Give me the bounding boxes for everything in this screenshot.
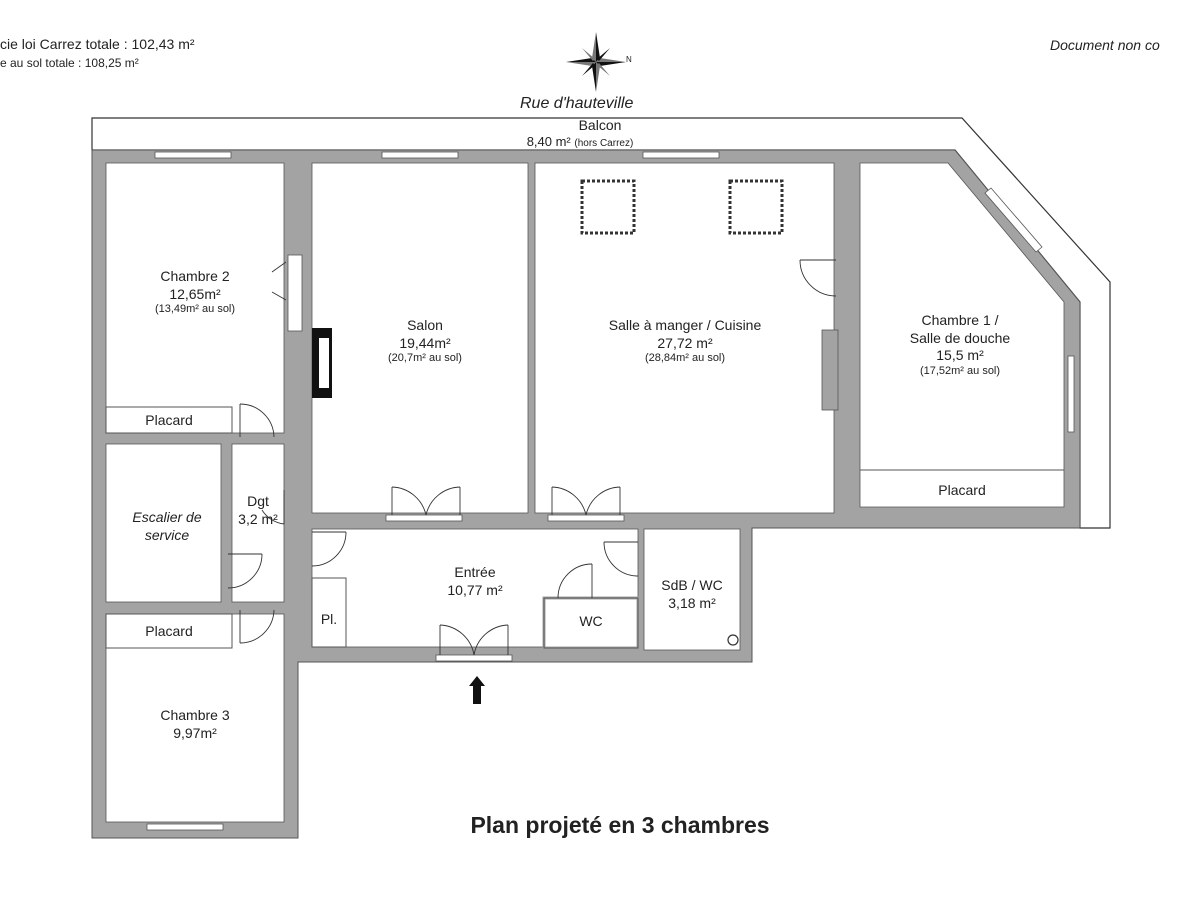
sdb-name: SdB / WC bbox=[661, 577, 723, 593]
placard-c3-box bbox=[105, 613, 233, 649]
balcony-note: (hors Carrez) bbox=[574, 138, 634, 149]
room-sdb-wc bbox=[643, 528, 741, 651]
label-salle-cuisine: Salle à manger / Cuisine 27,72 m² (28,84… bbox=[560, 317, 810, 366]
sol-total: e au sol totale : 108,25 m² bbox=[0, 56, 139, 70]
entree-name: Entrée bbox=[454, 564, 496, 580]
chambre-1-sol: (17,52m² au sol) bbox=[919, 364, 1001, 377]
rooms bbox=[105, 162, 1065, 823]
plan-caption: Plan projeté en 3 chambres bbox=[470, 812, 770, 838]
label-chambre-1: Chambre 1 / Salle de douche 15,5 m² (17,… bbox=[870, 312, 1050, 378]
windows bbox=[146, 151, 1075, 831]
room-dgt bbox=[231, 443, 285, 603]
disclaimer: Document non co bbox=[1050, 37, 1160, 53]
chambre-1-area: 15,5 m² bbox=[936, 347, 984, 363]
placard-c2-box bbox=[105, 406, 233, 434]
label-salon: Salon 19,44m² (20,7m² au sol) bbox=[322, 317, 528, 366]
dgt-name: Dgt bbox=[247, 493, 269, 509]
compass-letter: N bbox=[626, 55, 632, 64]
salon-area: 19,44m² bbox=[399, 334, 451, 351]
room-chambre-1 bbox=[859, 162, 1065, 508]
escalier-line1: Escalier de bbox=[132, 509, 202, 525]
room-chambre-2 bbox=[105, 162, 285, 434]
label-chambre-2: Chambre 2 12,65m² (13,49m² au sol) bbox=[106, 268, 284, 317]
label-escalier: Escalier de service bbox=[106, 509, 228, 544]
placard-c2-label: Placard bbox=[145, 412, 193, 428]
label-pl: Pl. bbox=[320, 611, 338, 627]
column-nub bbox=[821, 329, 839, 411]
skylights bbox=[580, 179, 784, 235]
chambre-1-name1: Chambre 1 / bbox=[921, 312, 999, 328]
pl-box bbox=[311, 577, 347, 648]
salle-sol: (28,84m² au sol) bbox=[644, 352, 726, 364]
chambre-1-name2: Salle de douche bbox=[909, 329, 1011, 346]
salon-sol: (20,7m² au sol) bbox=[388, 352, 462, 364]
salle-area: 27,72 m² bbox=[657, 334, 713, 351]
balcony-name: Balcon bbox=[578, 117, 622, 133]
chambre-2-sol: (13,49m² au sol) bbox=[154, 303, 236, 315]
salon-name: Salon bbox=[407, 317, 443, 333]
label-wc: WC bbox=[579, 613, 603, 629]
balcony-area: 8,40 m² bbox=[526, 134, 571, 149]
label-dgt: Dgt 3,2 m² bbox=[226, 493, 290, 528]
label-chambre-3: Chambre 3 9,97m² bbox=[106, 707, 284, 742]
carrez-total: cie loi Carrez totale : 102,43 m² bbox=[0, 36, 195, 52]
compass-icon bbox=[566, 32, 626, 92]
room-escalier bbox=[105, 443, 222, 603]
room-salon bbox=[311, 162, 529, 514]
placard-c1-label: Placard bbox=[938, 482, 986, 498]
drain bbox=[727, 634, 739, 646]
escalier-line2: service bbox=[144, 526, 190, 543]
placard-c3-label: Placard bbox=[145, 623, 193, 639]
salle-name: Salle à manger / Cuisine bbox=[608, 317, 762, 333]
chambre-2-name: Chambre 2 bbox=[160, 268, 230, 284]
balcony-area-line: 8,40 m² (hors Carrez) bbox=[480, 134, 680, 151]
street-name: Rue d'hauteville bbox=[520, 95, 634, 112]
entrance-arrow bbox=[469, 676, 485, 704]
sdb-area: 3,18 m² bbox=[668, 594, 716, 611]
chambre-3-area: 9,97m² bbox=[173, 724, 217, 741]
doors bbox=[227, 259, 837, 656]
dgt-area: 3,2 m² bbox=[238, 510, 278, 527]
partitions bbox=[105, 406, 1064, 650]
label-entree: Entrée 10,77 m² bbox=[410, 564, 540, 599]
label-sdb-wc: SdB / WC 3,18 m² bbox=[644, 577, 740, 612]
entree-area: 10,77 m² bbox=[447, 581, 503, 598]
chambre-3-name: Chambre 3 bbox=[160, 707, 230, 723]
chambre-2-area: 12,65m² bbox=[169, 285, 221, 302]
room-chambre-3 bbox=[105, 613, 285, 823]
